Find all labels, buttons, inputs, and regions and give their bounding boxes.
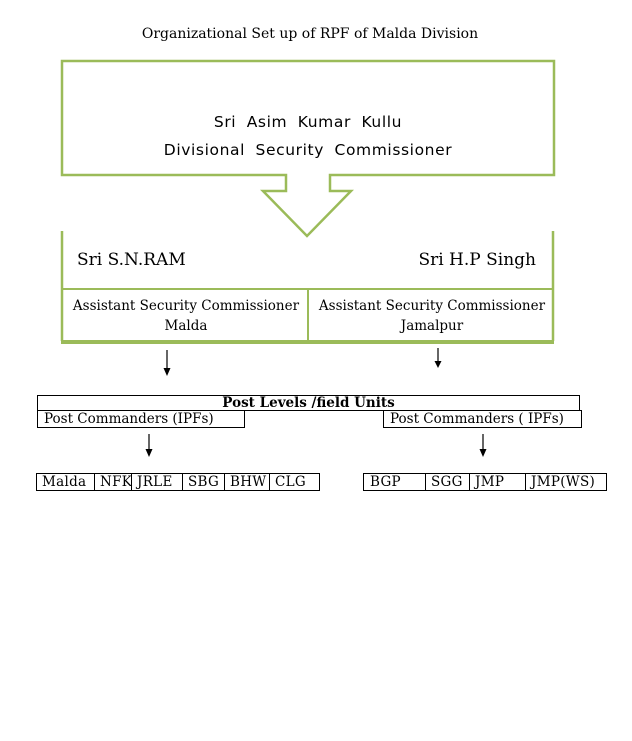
- right-asc-name: Sri H.P Singh: [418, 250, 536, 270]
- right-asc-role: Assistant Security Commissioner Jamalpur: [312, 296, 552, 336]
- left-asc-role-title: Assistant Security Commissioner: [72, 298, 300, 314]
- left-asc-name: Sri S.N.RAM: [77, 250, 186, 270]
- unit-cell: JMP: [470, 474, 526, 490]
- left-asc-role-location: Malda: [164, 318, 208, 334]
- unit-cell: SGG: [426, 474, 470, 490]
- right-asc-role-location: Jamalpur: [400, 318, 464, 334]
- unit-cell: SBG: [183, 474, 225, 490]
- down-arrow-icon: [434, 348, 442, 368]
- unit-cell: Malda: [37, 474, 95, 490]
- unit-cell: CLG: [275, 474, 306, 490]
- down-arrow-icon: [163, 350, 171, 376]
- unit-cell: BHW: [225, 474, 270, 490]
- unit-cell: JMP(WS): [531, 474, 596, 490]
- post-levels-header: Post Levels /field Units: [37, 395, 580, 411]
- down-arrow-icon: [145, 434, 153, 457]
- unit-cell: JRLE: [132, 474, 183, 490]
- down-arrow-icon: [479, 434, 487, 457]
- left-field-units: Malda NFK JRLE SBG BHW CLG: [36, 473, 320, 491]
- dsc-name: Sri Asim Kumar Kullu: [213, 113, 403, 131]
- right-post-commanders: Post Commanders ( IPFs): [383, 410, 582, 428]
- right-asc-role-title: Assistant Security Commissioner: [318, 298, 546, 314]
- page-title: Organizational Set up of RPF of Malda Di…: [141, 26, 479, 42]
- dsc-role: Divisional Security Commissioner: [163, 141, 453, 159]
- left-post-commanders: Post Commanders (IPFs): [37, 410, 245, 428]
- right-field-units: BGP SGG JMP JMP(WS): [363, 473, 607, 491]
- dsc-callout-box: [60, 59, 556, 238]
- left-asc-role: Assistant Security Commissioner Malda: [66, 296, 306, 336]
- unit-cell: NFK: [95, 474, 132, 490]
- unit-cell: BGP: [364, 474, 426, 490]
